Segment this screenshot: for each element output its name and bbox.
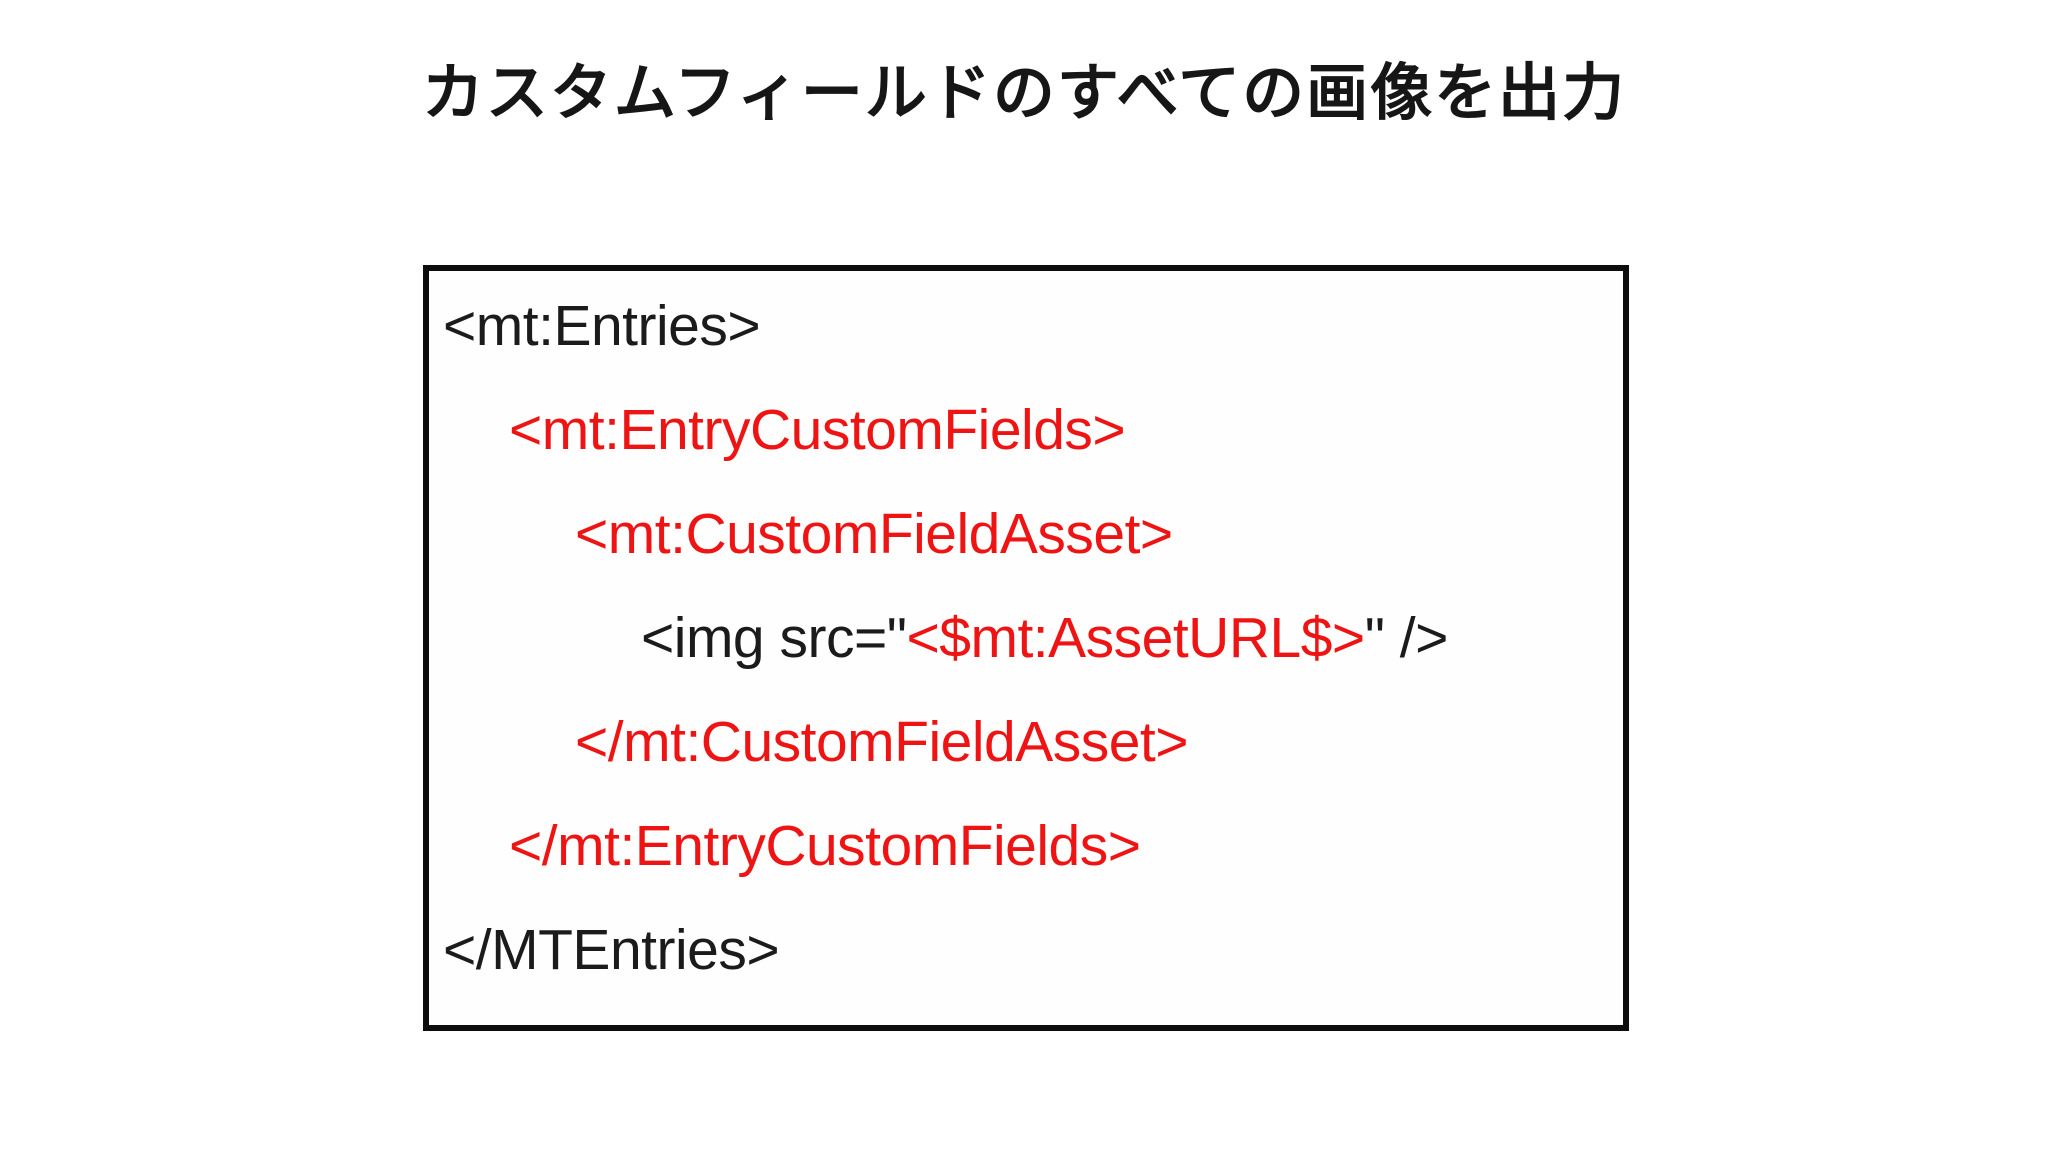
code-segment: " /> — [1364, 606, 1449, 670]
code-line: </mt:EntryCustomFields> — [443, 794, 1623, 898]
code-segment: </mt:CustomFieldAsset> — [575, 710, 1189, 774]
code-line: </mt:CustomFieldAsset> — [443, 690, 1623, 794]
code-box: <mt:Entries> <mt:EntryCustomFields> <mt:Cu… — [423, 265, 1629, 1031]
code-segment: <$mt:AssetURL$> — [906, 606, 1365, 670]
code-segment: </mt:EntryCustomFields> — [509, 814, 1141, 878]
code-line: <mt:Entries> — [443, 274, 1623, 378]
code-line: <mt:CustomFieldAsset> — [443, 482, 1623, 586]
code-segment: <mt:EntryCustomFields> — [509, 398, 1126, 462]
code-segment: <mt:CustomFieldAsset> — [575, 502, 1173, 566]
code-line: </MTEntries> — [443, 898, 1623, 1002]
code-segment: <mt:Entries> — [443, 294, 761, 358]
code-segment: <img src=" — [641, 606, 907, 670]
slide-title: カスタムフィールドのすべての画像を出力 — [421, 59, 1627, 128]
code-segment: </MTEntries> — [443, 918, 780, 982]
code-line: <mt:EntryCustomFields> — [443, 378, 1623, 482]
code-line: <img src="<$mt:AssetURL$>" /> — [443, 586, 1623, 690]
